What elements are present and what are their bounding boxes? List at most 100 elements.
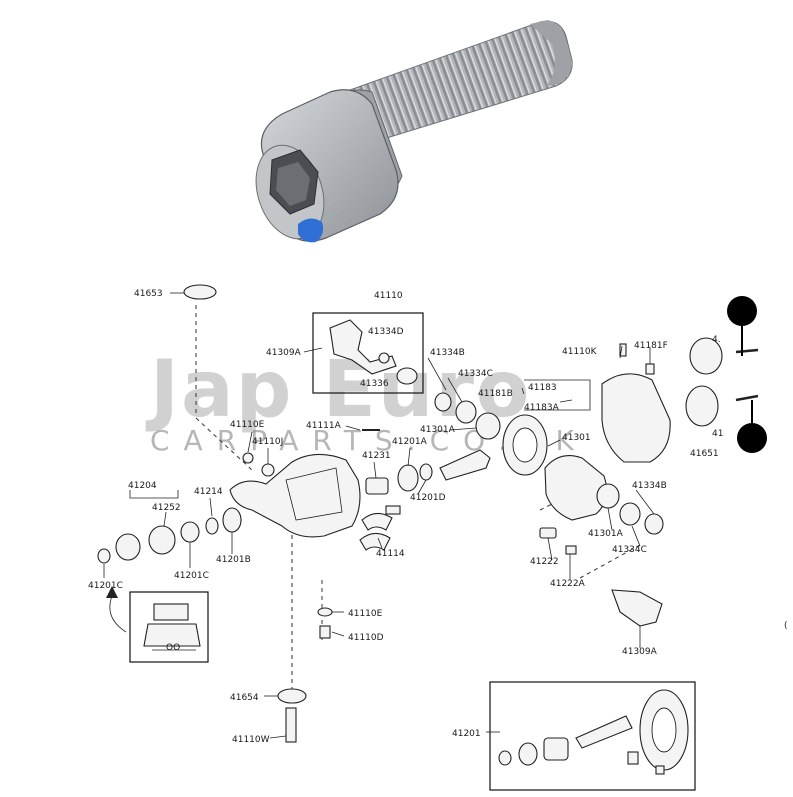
label-41110J: 41110J (252, 437, 283, 447)
part-41301A[interactable] (475, 412, 501, 440)
label-41653: 41653 (134, 289, 163, 299)
curved-arrow-icon (109, 595, 127, 633)
part-41336-seal[interactable] (396, 367, 418, 385)
label-41334C: 41334C (458, 369, 493, 379)
label-41110D: 41110D (348, 633, 384, 643)
hotspot-marker-upper[interactable] (727, 296, 757, 326)
label-41-a: 4. (712, 335, 721, 345)
label-41252: 41252 (152, 503, 181, 513)
part-41654-cap[interactable] (277, 688, 307, 704)
label-41222A: 41222A (550, 579, 586, 589)
part-41651-mount[interactable] (685, 385, 719, 427)
label-41301A: 41301A (420, 425, 456, 435)
curved-arrow-head-icon (106, 586, 118, 598)
part-41334B[interactable] (434, 392, 452, 412)
label-41110K: 41110K (562, 347, 598, 357)
part-41110J[interactable] (261, 463, 275, 477)
part-41201C-left[interactable] (97, 548, 111, 564)
label-41222: 41222 (530, 557, 559, 567)
box-41201-detail (489, 681, 696, 791)
label-41114: 41114 (376, 549, 405, 559)
label-41651: 41651 (690, 449, 719, 459)
label-41309A-bottom: 41309A (622, 647, 658, 657)
parts (97, 284, 759, 775)
label-41181B: 41181B (478, 389, 513, 399)
part-41334C-right[interactable] (619, 502, 641, 526)
part-41252[interactable] (148, 525, 176, 555)
box-flange-detail (129, 591, 209, 663)
label-41110E-top: 41110E (230, 420, 265, 430)
part-mount-bolt-lower[interactable] (735, 394, 759, 402)
label-41301: 41301 (562, 433, 591, 443)
part-41231-spacer[interactable] (365, 477, 389, 495)
part-41309A-flange[interactable] (611, 589, 663, 627)
label-41201C-left: 41201C (88, 581, 123, 591)
part-41222A[interactable] (565, 545, 577, 555)
part-flange-base[interactable] (143, 623, 201, 647)
label-41201B: 41201B (216, 555, 251, 565)
label-41231: 41231 (362, 451, 391, 461)
label-41111A: 41111A (306, 421, 342, 431)
label-41201C-right: 41201C (174, 571, 209, 581)
label-41309A-top: 41309A (266, 348, 302, 358)
part-41222[interactable] (539, 527, 557, 539)
part-41334C[interactable] (455, 400, 477, 424)
label-41301A-right: 41301A (588, 529, 624, 539)
label-41183: 41183 (528, 383, 557, 393)
bolt-photo (255, 20, 573, 243)
label-41334B: 41334B (430, 348, 465, 358)
part-mount-bolt-upper[interactable] (735, 348, 759, 354)
label-41214: 41214 (194, 487, 223, 497)
label-oo: OO (166, 643, 180, 653)
part-41214[interactable] (205, 517, 219, 535)
label-41201: 41201 (452, 729, 481, 739)
part-41201-spacer[interactable] (543, 737, 569, 761)
part-41334D-ring[interactable] (378, 352, 390, 364)
part-41181F[interactable] (645, 363, 655, 375)
label-41201D: 41201D (410, 493, 446, 503)
part-41201A-bearing[interactable] (397, 464, 419, 492)
label-41181F: 41181F (634, 341, 668, 351)
part-41201-pin[interactable] (627, 751, 639, 765)
part-pinion-shaft[interactable] (439, 449, 491, 481)
part-41301A-right[interactable] (596, 483, 620, 509)
label-41336: 41336 (360, 379, 389, 389)
part-41334B-right[interactable] (644, 513, 664, 535)
label-41334C-right: 41334C (612, 545, 647, 555)
label-41204: 41204 (128, 481, 157, 491)
part-41110W[interactable] (285, 707, 297, 743)
part-41653-cap[interactable] (183, 284, 217, 300)
label-41-b: 41 (712, 429, 723, 439)
part-41201-nut[interactable] (498, 750, 512, 766)
leader-lines (103, 292, 655, 739)
label-41334D: 41334D (368, 327, 404, 337)
part-41114-a[interactable] (361, 512, 393, 531)
part-flange-nut[interactable] (153, 603, 189, 621)
part-41110D[interactable] (319, 625, 331, 639)
part-41110E-top[interactable] (242, 452, 254, 464)
part-differential-carrier[interactable] (229, 453, 361, 538)
part-41201-bolt[interactable] (655, 765, 665, 775)
part-41201-bearing-a[interactable] (518, 742, 538, 766)
part-labels: 41653 41110 41334D 41309A 41336 41334B 4… (88, 289, 788, 745)
label-edge-c: ( (784, 621, 788, 631)
part-41201-pinion[interactable] (575, 715, 633, 749)
label-41201A: 41201A (392, 437, 428, 447)
box-41110-detail (312, 312, 424, 394)
part-41110K[interactable] (619, 343, 627, 357)
part-41204-flange[interactable] (115, 533, 141, 561)
part-41201C-right[interactable] (180, 521, 200, 543)
part-41110E-bottom[interactable] (317, 607, 333, 617)
part-cover[interactable] (601, 373, 671, 463)
hotspot-marker-lower[interactable] (737, 423, 767, 453)
part-mount-upper[interactable] (689, 337, 723, 375)
part-41201B[interactable] (222, 507, 242, 533)
label-41110: 41110 (374, 291, 403, 301)
part-41201D[interactable] (419, 463, 433, 481)
part-41114-bolt[interactable] (385, 505, 401, 515)
label-41110W: 41110W (232, 735, 270, 745)
part-diff-case[interactable] (544, 455, 608, 521)
part-41114-b[interactable] (359, 532, 391, 551)
